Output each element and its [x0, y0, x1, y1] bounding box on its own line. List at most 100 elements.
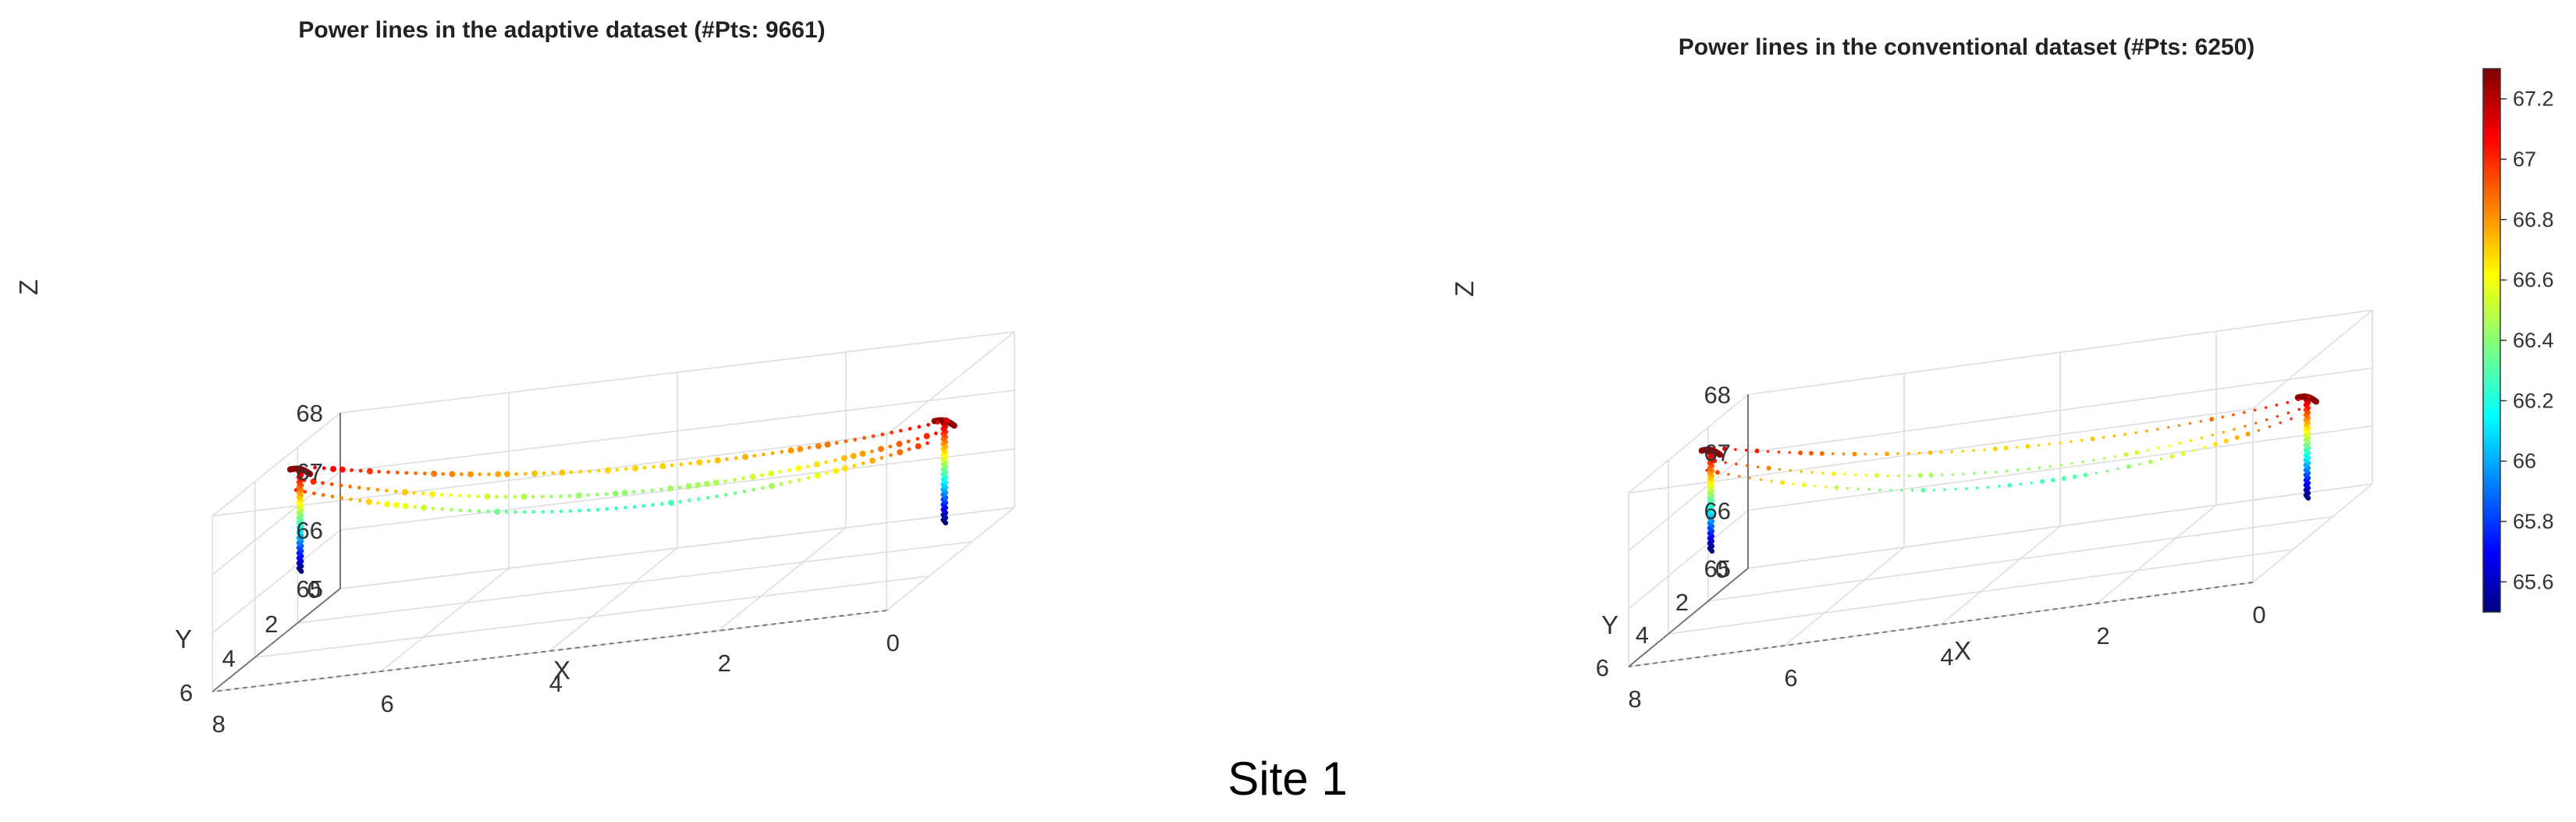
z-tick-label: 66 [297, 517, 323, 544]
grid-line [1940, 525, 2061, 625]
line-point [677, 485, 682, 489]
line-point [1976, 486, 1979, 489]
line-point [787, 447, 794, 454]
line-point [1910, 489, 1914, 492]
grid-line [339, 390, 1015, 472]
line-point [1801, 482, 1807, 488]
x-tick-label: 0 [886, 629, 900, 657]
line-point [348, 484, 353, 489]
line-point [807, 445, 812, 450]
grid-line [1628, 568, 1749, 667]
line-point [651, 503, 655, 507]
line-point [915, 436, 920, 441]
line-point [2180, 450, 2186, 456]
line-point [2003, 446, 2009, 451]
line-point [2090, 436, 2095, 442]
x-tick-label: 8 [212, 710, 226, 738]
line-point [632, 464, 639, 471]
x-tick-label: 6 [381, 690, 394, 717]
line-point [806, 475, 811, 480]
line-point [1724, 461, 1727, 464]
grid-line [1628, 407, 2254, 494]
line-point [852, 464, 856, 468]
line-point [898, 429, 903, 433]
line-point [377, 469, 382, 474]
colorbar-tick-label: 66.2 [2513, 389, 2554, 412]
line-point [869, 457, 876, 464]
grid-line [297, 541, 972, 624]
line-point [431, 507, 435, 511]
grid-line [1628, 393, 1749, 493]
line-point [770, 451, 775, 455]
line-point [861, 461, 865, 465]
line-point [2209, 417, 2215, 422]
line-point [2290, 417, 2293, 421]
line-point [550, 510, 554, 514]
line-point [1766, 465, 1771, 471]
line-point [824, 441, 831, 448]
x-tick-label: 2 [718, 649, 731, 677]
line-point [2019, 482, 2023, 486]
line-point [357, 498, 362, 503]
line-point [541, 510, 545, 514]
line-point [2081, 460, 2084, 464]
line-point [605, 507, 609, 511]
line-point [467, 493, 471, 498]
line-point [2245, 432, 2251, 437]
line-point [813, 461, 820, 468]
line-point [429, 491, 436, 498]
line-point [778, 470, 783, 474]
line-point [723, 479, 727, 483]
line-point [833, 468, 840, 475]
grid-line [2252, 483, 2373, 583]
grid-line [211, 588, 341, 692]
line-point [1853, 473, 1857, 476]
grid-line [886, 507, 1015, 611]
line-point [588, 469, 592, 474]
y-axis-label: Y [175, 625, 192, 653]
line-point [2308, 395, 2311, 399]
x-tick-label: 2 [2096, 622, 2109, 649]
line-point [1867, 488, 1871, 491]
y-tick-label: 0 [1715, 556, 1729, 583]
line-point [880, 432, 885, 436]
colorbar-tick-label: 66.8 [2513, 208, 2554, 231]
line-point [531, 470, 538, 477]
line-point [933, 431, 938, 436]
line-point [2083, 472, 2088, 478]
line-point [365, 498, 372, 505]
line-point [915, 443, 922, 450]
line-point [421, 491, 425, 496]
line-point [1748, 476, 1752, 480]
line-point [879, 456, 884, 460]
line-point [313, 465, 317, 470]
line-point [1939, 450, 1943, 454]
line-point [889, 453, 893, 457]
line-point [667, 500, 674, 507]
line-point [575, 492, 582, 499]
line-point [906, 439, 911, 443]
line-point [2234, 435, 2240, 440]
z-tick-label: 65 [297, 575, 323, 603]
line-point [1997, 485, 2001, 488]
line-point [859, 450, 866, 457]
line-point [943, 417, 950, 424]
line-point [449, 507, 453, 512]
line-point [2048, 464, 2052, 468]
y-tick-label: 0 [307, 576, 321, 603]
colorbar-tick-label: 65.8 [2513, 510, 2554, 533]
line-point [1943, 488, 1946, 492]
line-point [401, 489, 408, 496]
line-point [2134, 431, 2137, 435]
line-point [760, 486, 765, 490]
line-point [1852, 451, 1857, 457]
line-point [366, 486, 371, 491]
line-point [577, 508, 582, 513]
line-point [824, 471, 829, 475]
line-point [1766, 450, 1770, 454]
z-tick-label: 67 [1704, 439, 1731, 467]
line-point [1962, 472, 1966, 476]
line-point [2070, 439, 2073, 443]
line-point [330, 494, 335, 499]
